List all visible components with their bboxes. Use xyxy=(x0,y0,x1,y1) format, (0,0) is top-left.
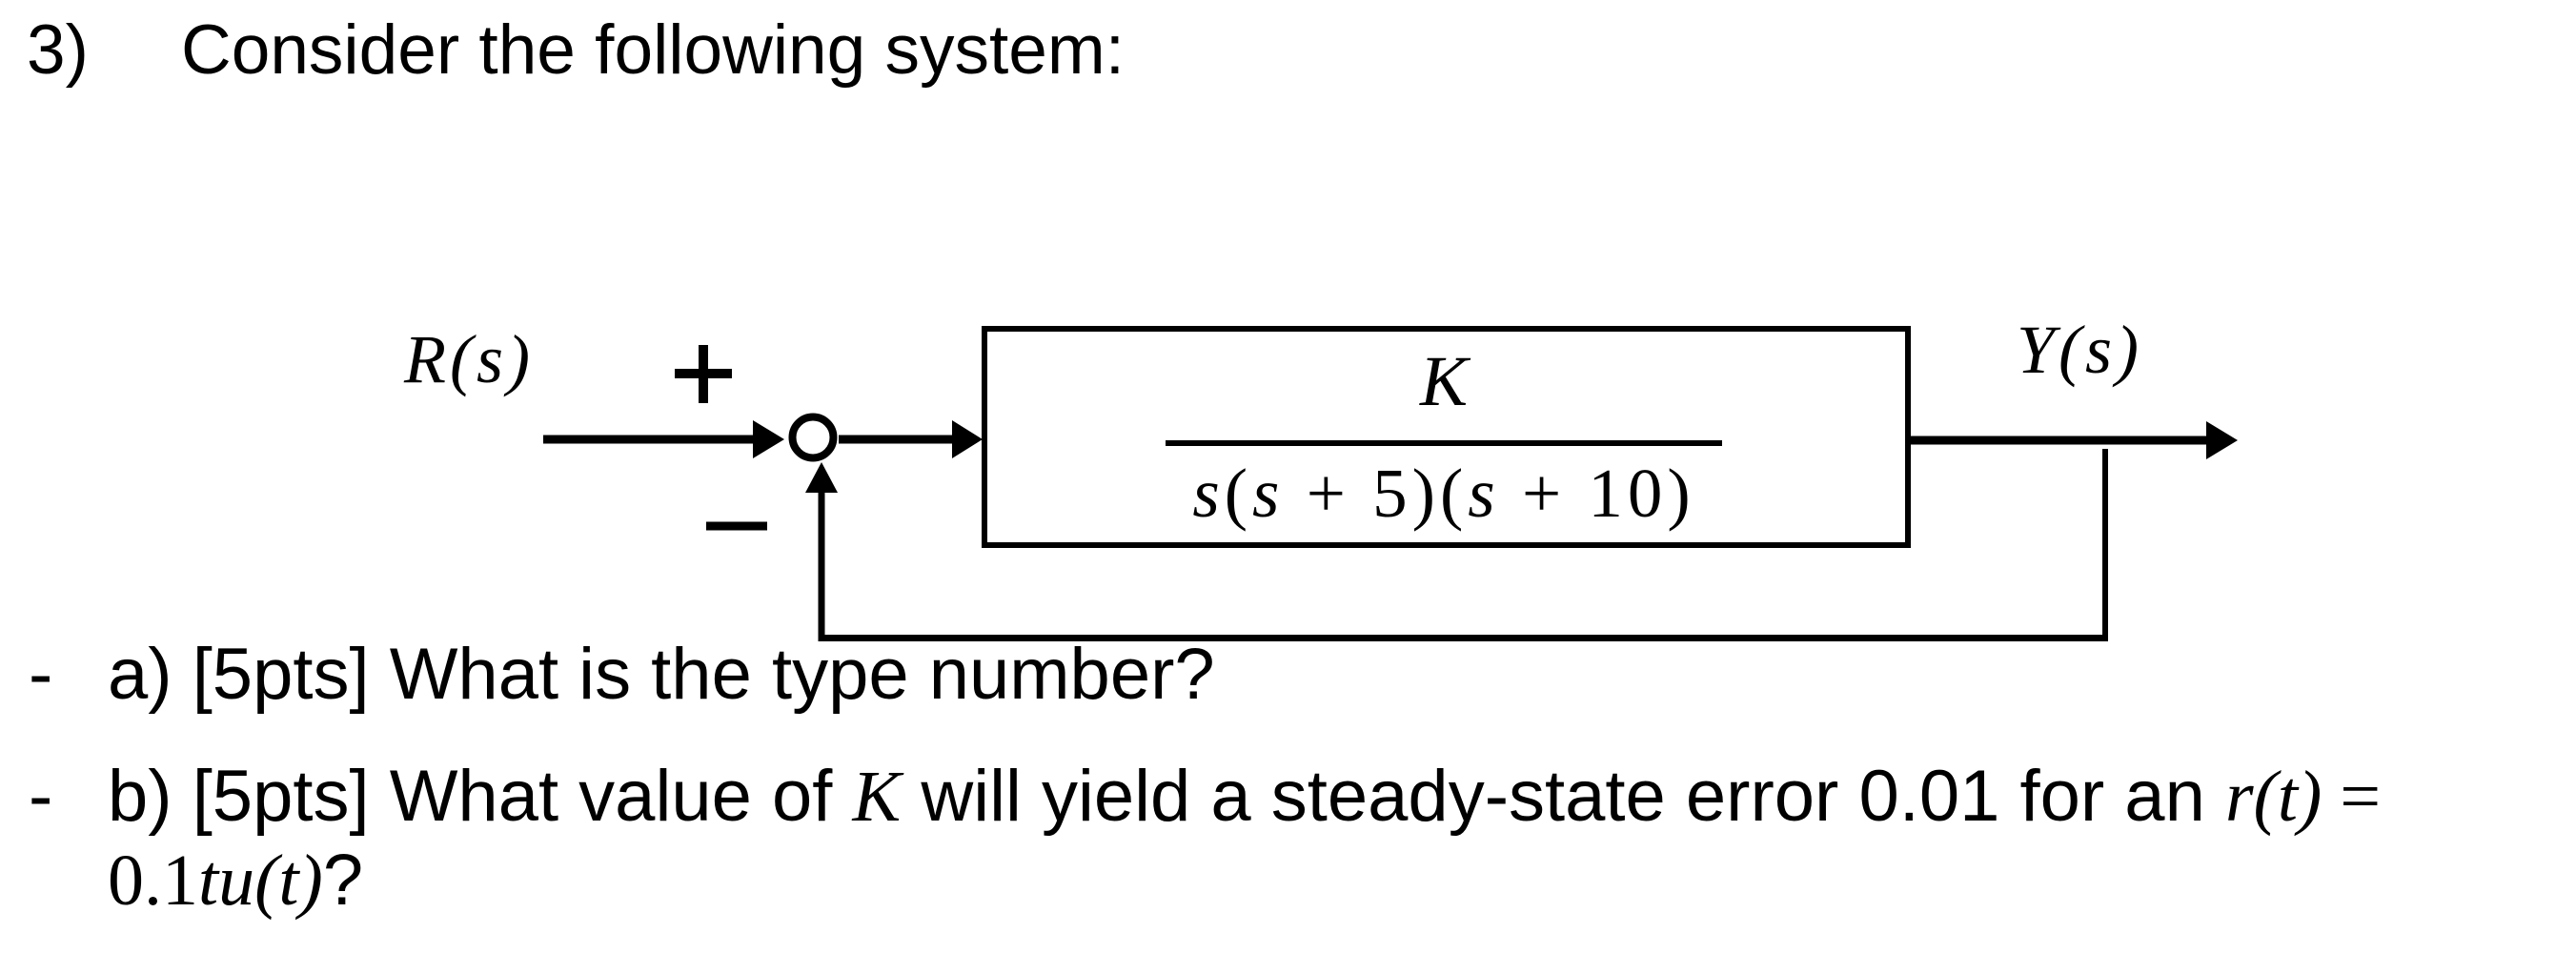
transfer-function-numerator: K xyxy=(1419,342,1469,421)
den-paren: ( xyxy=(1224,455,1253,532)
math-equals: = xyxy=(2322,757,2382,837)
den-var: s xyxy=(1192,455,1225,532)
math-r-of-t: r(t) xyxy=(2224,757,2322,837)
output-signal-label: Y(s) xyxy=(2017,312,2143,388)
den-term: + 10) xyxy=(1499,455,1695,532)
math-coefficient: 0.1 xyxy=(108,841,198,921)
output-arrowhead-icon xyxy=(2206,421,2238,459)
question-b-part1: b) [5pts] What value of xyxy=(108,756,853,837)
question-a-bullet: - xyxy=(29,634,53,715)
question-b-bullet: - xyxy=(29,756,53,837)
math-K: K xyxy=(852,757,902,837)
den-term: + 5)( xyxy=(1284,455,1469,532)
question-b-part2: will yield a steady-state error 0.01 for… xyxy=(901,756,2225,837)
den-var: s xyxy=(1468,455,1500,532)
question-b-qmark: ? xyxy=(322,840,364,921)
math-tu-of-t: tu(t) xyxy=(198,841,323,921)
input-signal-label: R(s) xyxy=(404,321,534,397)
junction-to-block-arrowhead-icon xyxy=(952,420,983,458)
question-b-text: b) [5pts] What value of K will yield a s… xyxy=(108,755,2381,923)
input-arrowhead-icon xyxy=(753,420,784,458)
transfer-function-block xyxy=(982,326,1911,548)
question-a-text: a) [5pts] What is the type number? xyxy=(108,634,1215,715)
feedback-up-arrowhead-icon xyxy=(805,462,838,493)
den-var: s xyxy=(1252,455,1285,532)
problem-title: Consider the following system: xyxy=(181,11,1125,89)
problem-number: 3) xyxy=(27,11,89,89)
transfer-function-denominator: s(s + 5)(s + 10) xyxy=(1166,458,1722,528)
fraction-bar xyxy=(1166,440,1722,446)
plus-icon xyxy=(675,345,732,403)
summing-junction-icon xyxy=(788,413,838,462)
